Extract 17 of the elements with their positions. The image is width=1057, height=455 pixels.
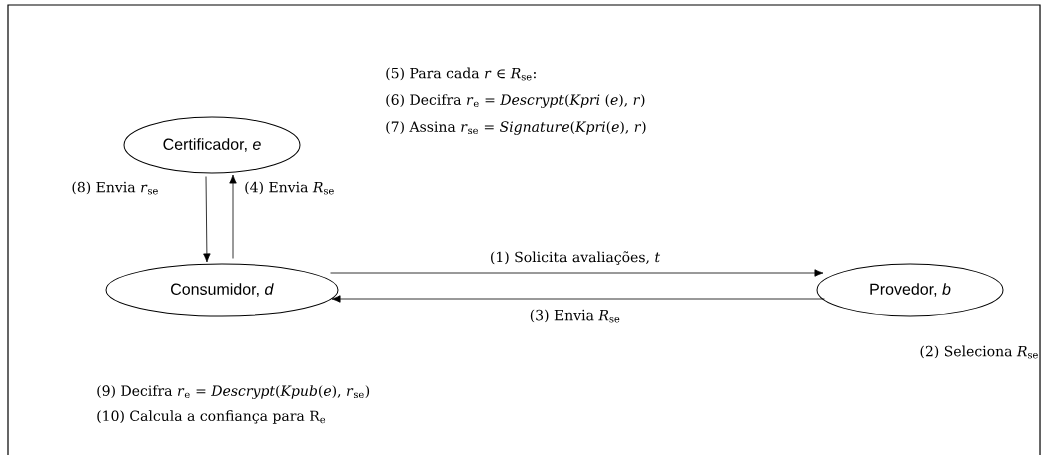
edge-label: (1) Solicita avaliações, t: [488, 250, 662, 266]
note: (6) Decifra r$_{e}$ = Descrypt(Kpri (e), r): [386, 94, 645, 108]
note: (10) Calcula a confiança para R$_{e}$: [97, 410, 326, 424]
ellipse-node: Consumidor, d: [105, 263, 339, 317]
arrow: [330, 269, 824, 277]
note: (7) Assina r$_{se}$ = Signature(Kpri(e), r): [386, 121, 646, 135]
ellipse-node: Certificador, e: [123, 116, 301, 174]
edge-label: (8) Envia r$_{se}$: [70, 180, 160, 196]
arrow: [331, 295, 825, 303]
edge-label: (4) Envia R$_{se}$: [243, 180, 336, 196]
note: (2) Seleciona R$_{se}$: [920, 345, 1038, 359]
note: (5) Para cada r ∈ R$_{se}$:: [386, 67, 536, 81]
arrow: [229, 174, 237, 259]
note: (9) Decifra r$_{e}$ = Descrypt(Kpub(e), r$_{se}$): [97, 385, 370, 399]
arrow: [203, 176, 211, 263]
ellipse-node: Provedor, b: [816, 263, 1004, 317]
edge-label: (3) Envia R$_{se}$: [528, 308, 622, 324]
